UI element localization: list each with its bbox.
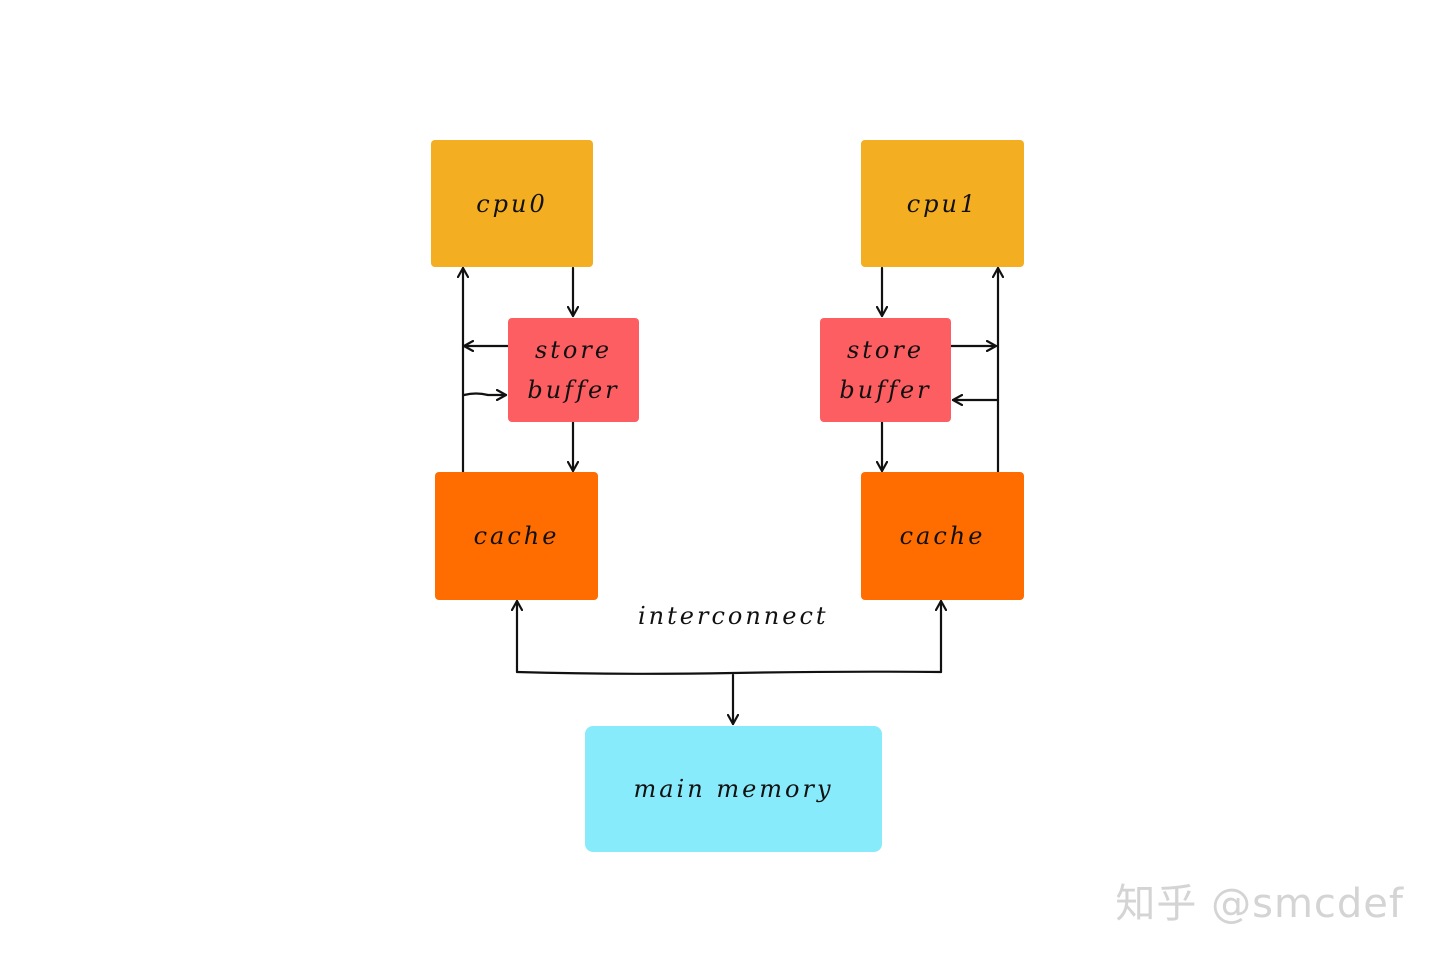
store-buffer-left-box: store buffer (508, 318, 639, 422)
store-buffer-right-label-line1: store (846, 336, 925, 364)
main-memory-box: main memory (585, 726, 882, 852)
cpu1-label: cpu1 (906, 189, 979, 218)
cache-left-label: cache (473, 522, 560, 550)
store-buffer-right-label-line2: buffer (839, 376, 932, 404)
store-buffer-right-box: store buffer (820, 318, 951, 422)
wire-cpu0-path-to-sb0 (462, 394, 508, 396)
cache-left-box: cache (435, 472, 598, 600)
store-buffer-left-label-line1: store (534, 336, 613, 364)
cpu1-box: cpu1 (861, 140, 1024, 267)
store-buffer-left-label-line2: buffer (527, 376, 620, 404)
interconnect-label: interconnect (638, 602, 829, 630)
main-memory-label: main memory (633, 775, 834, 803)
cache-right-box: cache (861, 472, 1024, 600)
cpu0-box: cpu0 (431, 140, 593, 267)
cache-right-label: cache (899, 522, 986, 550)
cpu0-label: cpu0 (476, 189, 548, 218)
wire-interconnect-bus (515, 670, 943, 675)
watermark: 知乎 @smcdef (1115, 881, 1404, 927)
